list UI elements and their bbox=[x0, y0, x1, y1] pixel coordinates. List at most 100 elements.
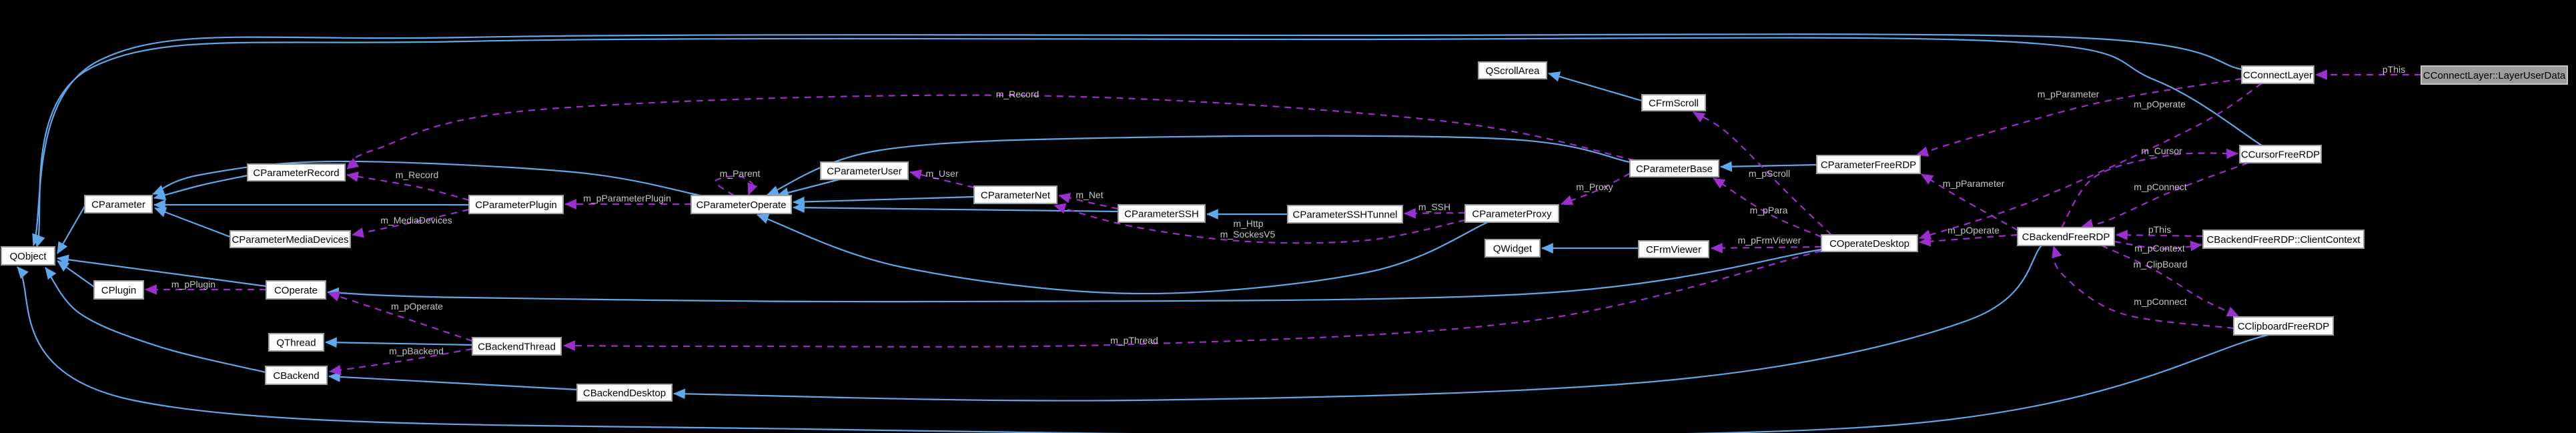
class-node-label-cplugin: CPlugin bbox=[101, 285, 137, 296]
class-node-box-ccursorfreerdp[interactable] bbox=[2239, 145, 2322, 163]
class-node-box-cparameterbase[interactable] bbox=[1629, 159, 1719, 177]
edge-label-m_pPlugin: m_pPlugin bbox=[171, 279, 216, 290]
inheritance-edge-cbackendfreerdp-to-cbackenddesktop bbox=[673, 245, 2042, 402]
class-node-qthread[interactable]: QThread bbox=[268, 333, 324, 352]
class-node-box-cparameterproxy[interactable] bbox=[1464, 204, 1559, 223]
class-node-box-cbackendfreerdp[interactable] bbox=[2017, 227, 2115, 246]
class-node-box-layeruserdata bbox=[2421, 65, 2568, 85]
inheritance-edge-cparameterbase-to-cparameteroperate bbox=[767, 135, 1631, 196]
edge-label-m_pOperate: m_pOperate bbox=[2134, 99, 2186, 109]
class-node-cparameterbase[interactable]: CParameterBase bbox=[1629, 159, 1719, 177]
class-node-cparameter[interactable]: CParameter bbox=[84, 195, 153, 213]
member-edge-cconnectlayer-to-coperatedesktop bbox=[1919, 83, 2262, 240]
class-node-cbackenddesktop[interactable]: CBackendDesktop bbox=[576, 384, 673, 402]
class-node-box-cplugin[interactable] bbox=[93, 280, 144, 300]
class-node-coperate[interactable]: COperate bbox=[266, 280, 326, 300]
member-edge-cconnectlayer-to-cparameterfreerdp bbox=[1916, 77, 2242, 157]
class-node-box-qscrollarea[interactable] bbox=[1478, 61, 1547, 79]
class-node-cparameterfreerdp[interactable]: CParameterFreeRDP bbox=[1816, 155, 1921, 174]
class-node-box-cfrmviewer[interactable] bbox=[1638, 240, 1709, 258]
edge-label-m_User: m_User bbox=[925, 168, 958, 179]
member-edge-cbackendthread-to-cbackend bbox=[329, 348, 473, 376]
edge-label-m_pParameterPlugin: m_pParameterPlugin bbox=[583, 193, 671, 203]
class-node-coperatedesktop[interactable]: COperateDesktop bbox=[1821, 234, 1918, 252]
class-node-box-cbackend[interactable] bbox=[265, 366, 328, 385]
nodes-layer: QObjectCParameterCParameterRecordCParame… bbox=[1, 61, 2568, 402]
class-node-cparametersshtunnel[interactable]: CParameterSSHTunnel bbox=[1287, 205, 1403, 224]
edge-label-m_pConnect: m_pConnect bbox=[2134, 181, 2186, 192]
inheritance-edge-cparameteruser-to-cparameteroperate bbox=[777, 178, 840, 198]
class-node-box-cparameterplugin[interactable] bbox=[468, 195, 564, 214]
class-node-label-cparameternet: CParameterNet bbox=[981, 190, 1051, 201]
member-edge-cbackendfreerdp-to-ccursorfreerdp bbox=[2061, 148, 2238, 228]
class-node-cparameternet[interactable]: CParameterNet bbox=[973, 185, 1057, 204]
class-node-label-cclipboardfreerdp: CClipboardFreeRDP bbox=[2238, 321, 2330, 332]
inheritance-edge-cparameterrecord-to-cparameter bbox=[153, 174, 248, 201]
edge-label-m_pOperate: m_pOperate bbox=[391, 301, 443, 312]
class-node-box-cconnectlayer[interactable] bbox=[2241, 65, 2314, 84]
class-node-cparameteruser[interactable]: CParameterUser bbox=[820, 161, 909, 180]
class-node-box-qwidget[interactable] bbox=[1484, 239, 1541, 258]
class-node-box-cbackenddesktop[interactable] bbox=[576, 384, 673, 402]
member-edge-cbackendthread-to-coperate bbox=[328, 291, 473, 342]
class-node-label-cfrmscroll: CFrmScroll bbox=[1649, 98, 1699, 109]
class-node-cbackendfreerdp[interactable]: CBackendFreeRDP bbox=[2017, 227, 2115, 246]
inheritance-edge-cparametermediadevices-to-cparameter bbox=[154, 207, 231, 238]
class-node-box-cparameterssh[interactable] bbox=[1118, 204, 1206, 223]
class-node-cfrmviewer[interactable]: CFrmViewer bbox=[1638, 240, 1709, 258]
member-edge-coperatedesktop-to-cfrmviewer bbox=[1711, 242, 1822, 254]
member-edge-cparameterbase-to-cparameterrecord bbox=[346, 94, 1635, 169]
class-node-box-qthread[interactable] bbox=[268, 333, 324, 352]
class-node-cconnectlayer[interactable]: CConnectLayer bbox=[2241, 65, 2314, 84]
class-node-cparameterproxy[interactable]: CParameterProxy bbox=[1464, 204, 1559, 223]
class-node-box-cparameter[interactable] bbox=[84, 195, 153, 213]
class-node-cbackendthread[interactable]: CBackendThread bbox=[472, 337, 562, 356]
class-node-qwidget[interactable]: QWidget bbox=[1484, 239, 1541, 258]
class-node-label-cparameteruser: CParameterUser bbox=[827, 166, 902, 177]
class-node-box-cparameterfreerdp[interactable] bbox=[1816, 155, 1921, 174]
member-edge-cparameterssh-to-cparameternet bbox=[1058, 193, 1119, 210]
inheritance-edge-cplugin-to-qobject bbox=[57, 260, 95, 288]
class-node-box-cparameteroperate[interactable] bbox=[691, 195, 792, 214]
class-node-box-cparameterrecord[interactable] bbox=[247, 163, 346, 181]
class-node-cparameterplugin[interactable]: CParameterPlugin bbox=[468, 195, 564, 214]
class-node-label-qwidget: QWidget bbox=[1493, 244, 1533, 255]
class-node-box-cfrmscroll[interactable] bbox=[1641, 94, 1706, 111]
edge-label-m_pParameter: m_pParameter bbox=[1943, 178, 2005, 189]
class-node-cparametermediadevices[interactable]: CParameterMediaDevices bbox=[230, 230, 351, 248]
member-edge-ccursorfreerdp-to-cbackendfreerdp bbox=[2081, 161, 2249, 230]
class-node-box-coperatedesktop[interactable] bbox=[1821, 234, 1918, 252]
class-node-box-cparametermediadevices[interactable] bbox=[230, 230, 351, 248]
class-node-ccursorfreerdp[interactable]: CCursorFreeRDP bbox=[2239, 145, 2322, 163]
class-node-box-coperate[interactable] bbox=[266, 280, 326, 300]
class-node-box-cclipboardfreerdp[interactable] bbox=[2233, 316, 2334, 336]
class-node-box-clientcontext[interactable] bbox=[2202, 230, 2365, 249]
class-node-cplugin[interactable]: CPlugin bbox=[93, 280, 144, 300]
class-node-cparameteroperate[interactable]: CParameterOperate bbox=[691, 195, 792, 214]
class-node-cfrmscroll[interactable]: CFrmScroll bbox=[1641, 94, 1706, 111]
class-node-label-cbackenddesktop: CBackendDesktop bbox=[583, 388, 666, 399]
class-node-clientcontext[interactable]: CBackendFreeRDP::ClientContext bbox=[2202, 230, 2365, 249]
class-node-cbackend[interactable]: CBackend bbox=[265, 366, 328, 385]
class-node-box-qobject[interactable] bbox=[1, 246, 55, 266]
inheritance-edge-cbackend-to-qobject bbox=[45, 267, 266, 374]
class-node-box-cparameteruser[interactable] bbox=[820, 161, 909, 180]
class-node-cclipboardfreerdp[interactable]: CClipboardFreeRDP bbox=[2233, 316, 2334, 336]
member-edge-cparameterproxy-to-cparameternet bbox=[1053, 203, 1466, 244]
class-node-cparameterrecord[interactable]: CParameterRecord bbox=[247, 163, 346, 181]
edge-label-m_pScroll: m_pScroll bbox=[1749, 168, 1790, 179]
class-node-qobject[interactable]: QObject bbox=[1, 246, 55, 266]
class-node-label-cparameterplugin: CParameterPlugin bbox=[475, 199, 557, 211]
class-node-label-qobject: QObject bbox=[9, 251, 47, 262]
edge-label-pThis: pThis bbox=[2148, 224, 2171, 235]
class-node-box-cparameternet[interactable] bbox=[973, 185, 1057, 204]
class-node-box-cparametersshtunnel[interactable] bbox=[1287, 205, 1403, 224]
class-node-box-cbackendthread[interactable] bbox=[472, 337, 562, 356]
class-node-label-cparameterbase: CParameterBase bbox=[1636, 163, 1713, 175]
class-node-label-coperatedesktop: COperateDesktop bbox=[1829, 238, 1909, 250]
inheritance-edge-cbackendthread-to-qthread bbox=[325, 337, 473, 348]
class-node-cparameterssh[interactable]: CParameterSSH bbox=[1118, 204, 1206, 223]
inheritance-edge-cconnectlayer-to-qobject bbox=[32, 33, 2242, 246]
class-node-qscrollarea[interactable]: QScrollArea bbox=[1478, 61, 1547, 79]
